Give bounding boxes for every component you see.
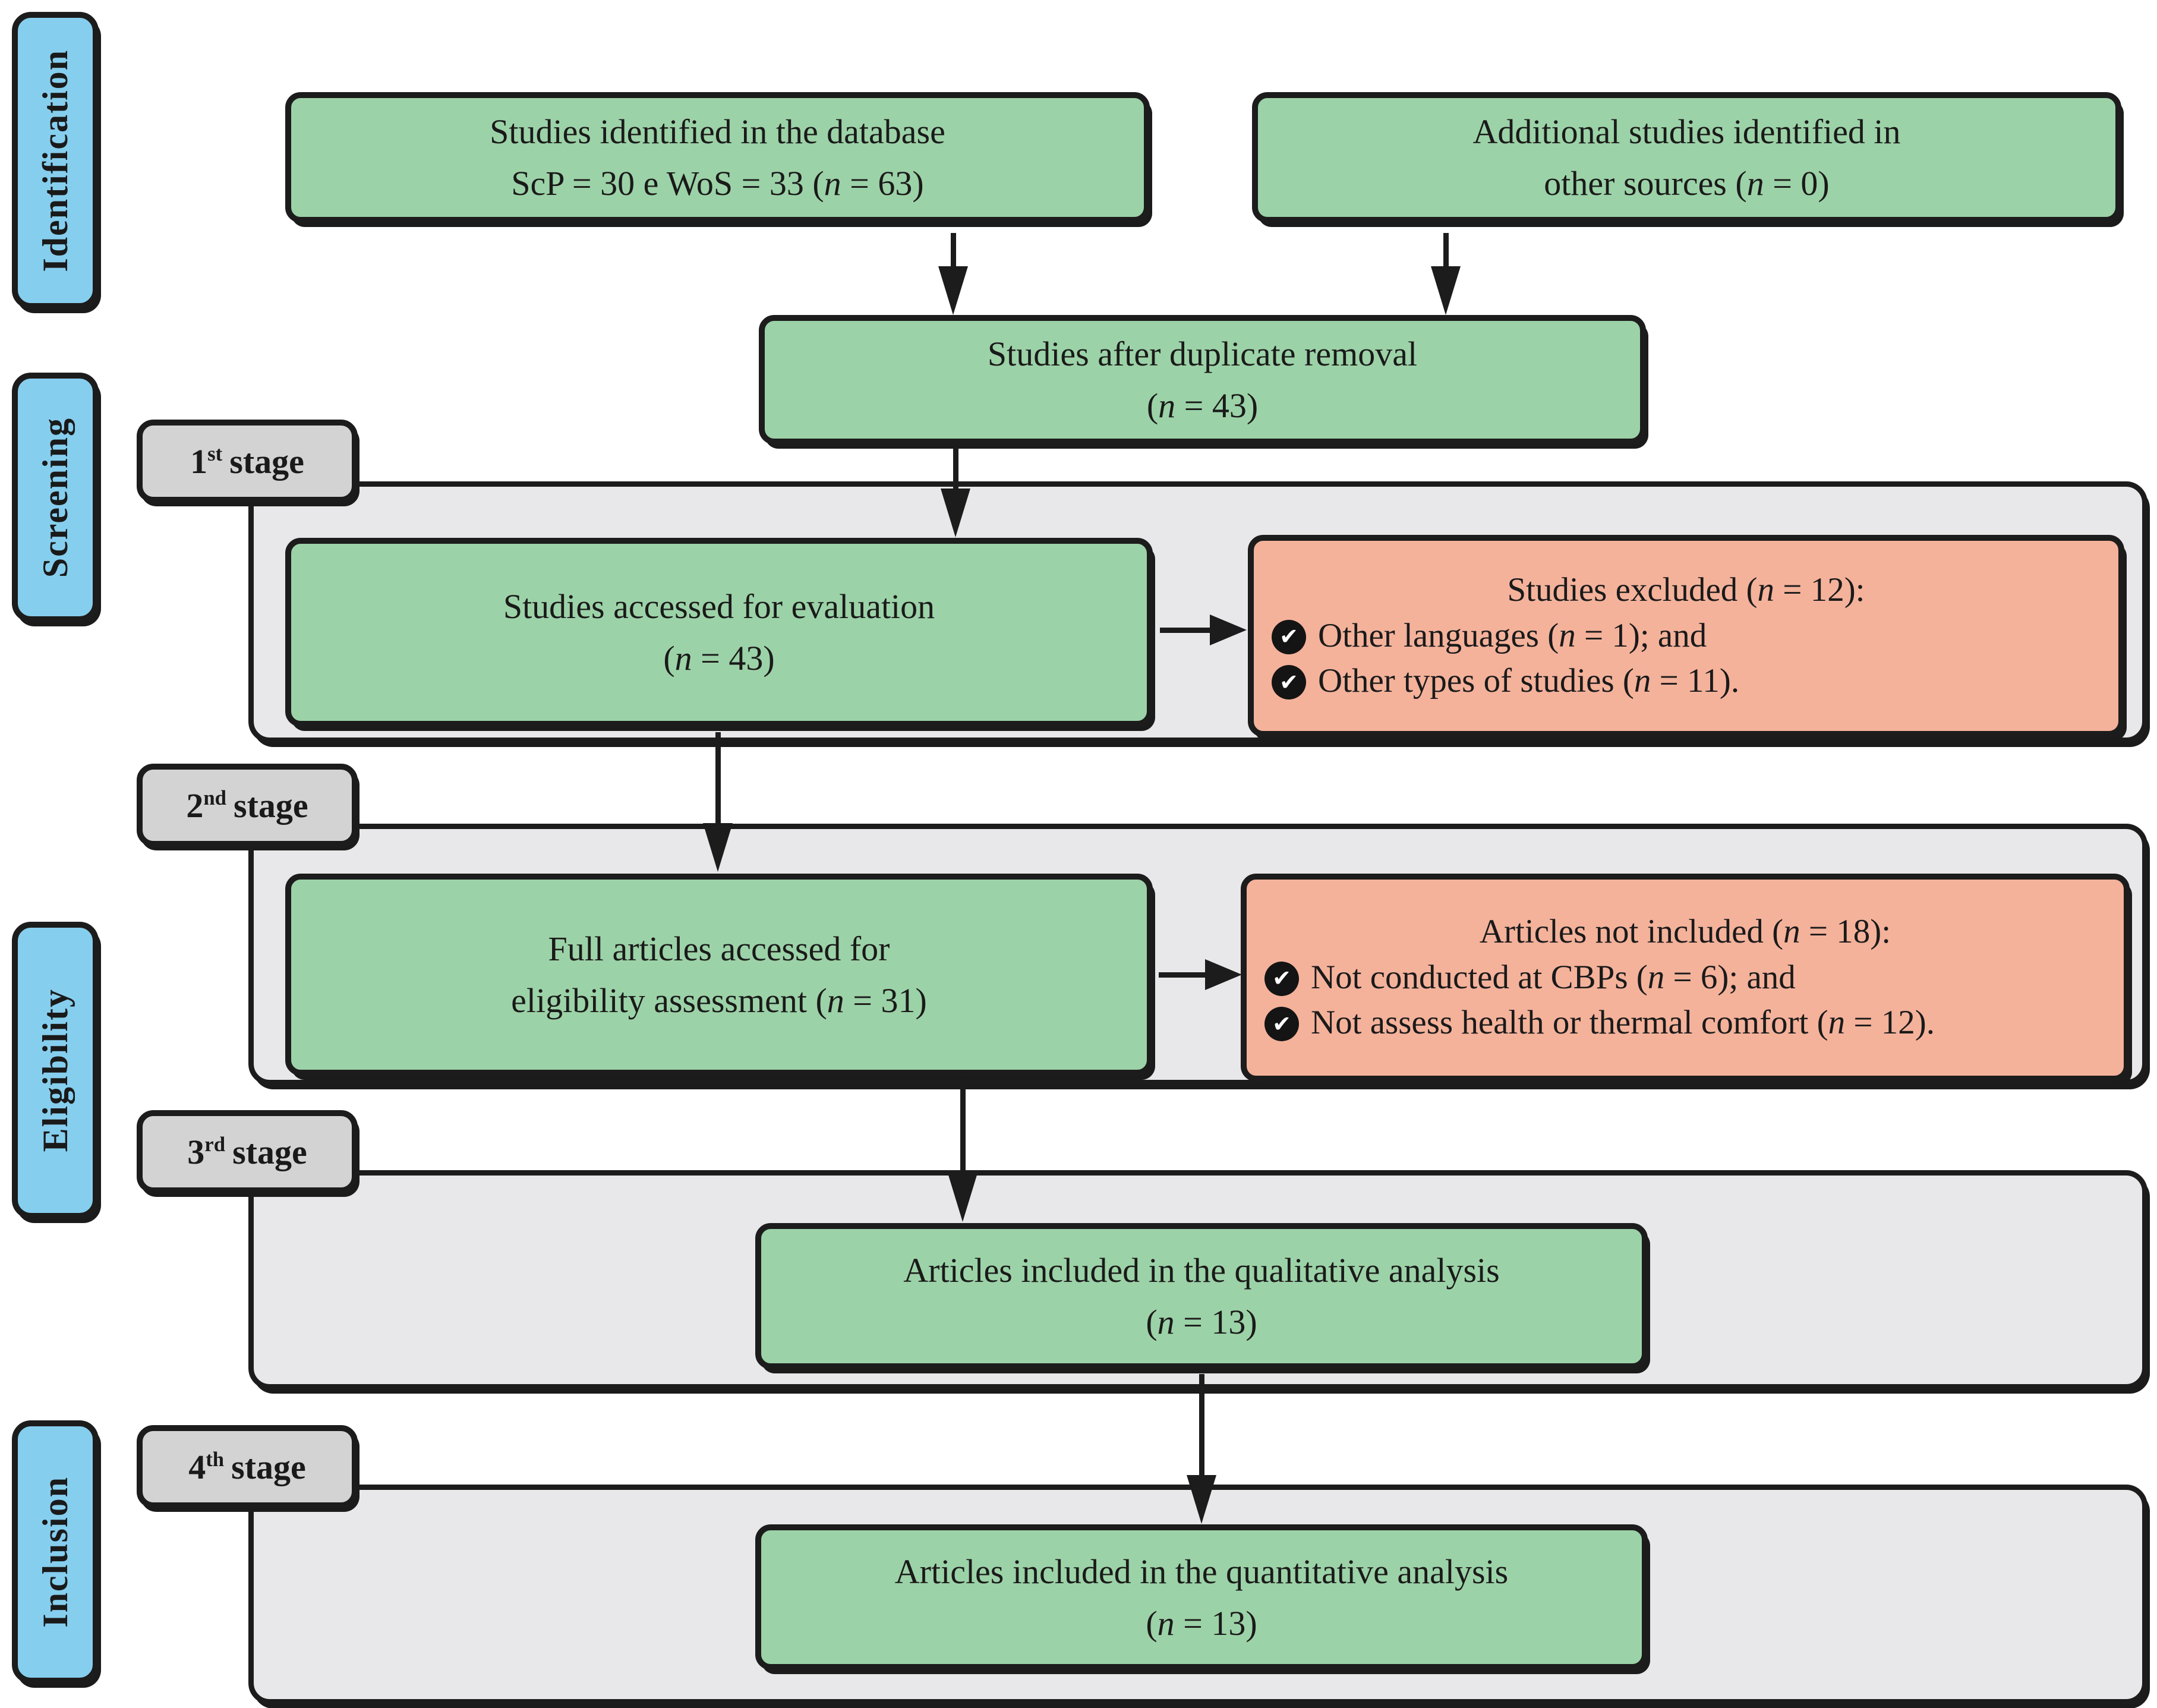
check-circle-icon: ✔: [1272, 665, 1306, 700]
box-full-articles: Full articles accessed for eligibility a…: [285, 874, 1153, 1076]
arrowhead-duplicates-to-accessed: [941, 489, 970, 537]
exclusion-title: Studies excluded (n = 12):: [1507, 571, 1865, 609]
box-line: Additional studies identified in: [1472, 112, 1901, 151]
exclusion-item-text: Not assess health or thermal comfort (n …: [1311, 1004, 1935, 1042]
check-circle-icon: ✔: [1264, 961, 1299, 996]
exclusion-title: Articles not included (n = 18):: [1479, 913, 1891, 951]
arrow-additional-to-duplicates: [1443, 233, 1449, 267]
box-line: Articles included in the qualitative ana…: [903, 1251, 1500, 1290]
exclusion-item: ✔ Not assess health or thermal comfort (…: [1264, 1000, 2106, 1045]
box-line: (n = 43): [1146, 386, 1259, 425]
arrowhead-full-to-not-included: [1205, 959, 1242, 990]
box-line: Articles included in the quantitative an…: [894, 1552, 1509, 1591]
phase-label-identification-text: Identification: [35, 49, 75, 272]
arrow-identified-to-duplicates: [951, 233, 956, 267]
arrow-duplicates-to-accessed: [953, 448, 958, 490]
phase-label-screening: Screening: [12, 373, 99, 622]
box-line: (n = 43): [663, 639, 775, 677]
phase-label-inclusion-text: Inclusion: [35, 1476, 75, 1628]
phase-label-eligibility: Eligibility: [12, 922, 99, 1219]
arrow-accessed-to-full: [715, 732, 721, 824]
box-studies-identified-database: Studies identified in the database ScP =…: [285, 92, 1150, 223]
box-line: eligibility assessment (n = 31): [511, 981, 927, 1020]
box-studies-excluded: Studies excluded (n = 12): ✔ Other langu…: [1248, 535, 2124, 737]
phase-label-eligibility-text: Eligibility: [35, 988, 75, 1152]
exclusion-item-text: Other types of studies (n = 11).: [1318, 662, 1740, 700]
arrowhead-identified-to-duplicates: [938, 266, 968, 315]
phase-label-screening-text: Screening: [35, 417, 75, 578]
box-articles-not-included: Articles not included (n = 18): ✔ Not co…: [1241, 874, 2130, 1082]
box-studies-accessed: Studies accessed for evaluation (n = 43): [285, 538, 1153, 727]
arrowhead-additional-to-duplicates: [1431, 266, 1461, 315]
box-additional-studies: Additional studies identified in other s…: [1252, 92, 2121, 223]
box-qualitative-analysis: Articles included in the qualitative ana…: [755, 1223, 1648, 1369]
exclusion-item: ✔ Other languages (n = 1); and: [1272, 613, 2101, 658]
exclusion-item-text: Not conducted at CBPs (n = 6); and: [1311, 958, 1796, 996]
arrowhead-full-to-qualitative: [948, 1173, 977, 1222]
check-circle-icon: ✔: [1264, 1007, 1299, 1042]
box-line: Studies after duplicate removal: [987, 335, 1418, 373]
arrow-accessed-to-excluded: [1160, 628, 1210, 633]
box-line: Studies identified in the database: [490, 112, 945, 151]
box-line: (n = 13): [1146, 1303, 1257, 1341]
box-line: ScP = 30 e WoS = 33 (n = 63): [511, 164, 924, 203]
exclusion-item-text: Other languages (n = 1); and: [1318, 616, 1707, 654]
box-duplicate-removal: Studies after duplicate removal (n = 43): [759, 315, 1646, 445]
box-line: (n = 13): [1146, 1603, 1257, 1643]
arrow-full-to-not-included: [1159, 972, 1206, 978]
arrow-qualitative-to-quantitative: [1199, 1374, 1204, 1476]
box-line: Studies accessed for evaluation: [503, 587, 935, 626]
exclusion-item: ✔ Not conducted at CBPs (n = 6); and: [1264, 955, 2106, 1000]
box-quantitative-analysis: Articles included in the quantitative an…: [755, 1524, 1648, 1670]
box-line: other sources (n = 0): [1544, 164, 1830, 203]
arrow-full-to-qualitative: [960, 1079, 966, 1174]
arrowhead-accessed-to-full: [703, 823, 733, 872]
check-circle-icon: ✔: [1272, 619, 1306, 654]
arrowhead-accessed-to-excluded: [1210, 614, 1247, 645]
exclusion-item: ✔ Other types of studies (n = 11).: [1272, 658, 2101, 704]
phase-label-inclusion: Inclusion: [12, 1420, 99, 1684]
box-line: Full articles accessed for: [548, 929, 890, 968]
phase-label-identification: Identification: [12, 12, 99, 309]
arrowhead-qualitative-to-quantitative: [1187, 1475, 1216, 1524]
